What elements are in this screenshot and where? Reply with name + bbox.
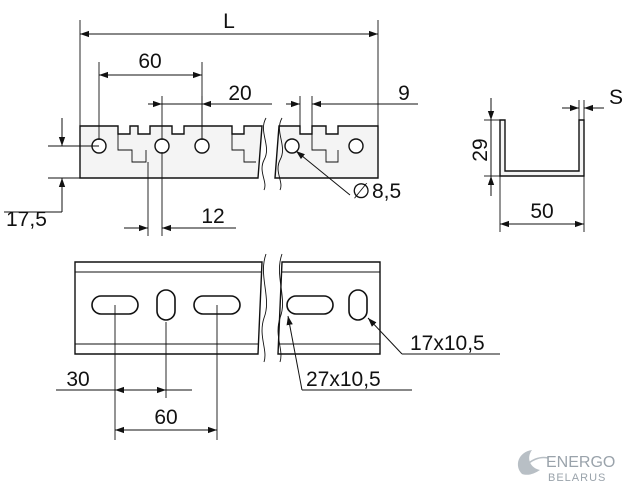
round-hole-4 [284,138,300,154]
dim-oval-a-label: 17x10,5 [410,332,485,355]
dim-edge-offset: 17,5 [4,118,99,231]
dim-bottom-pitch-label: 60 [154,406,177,429]
strip-body-left [79,125,263,179]
channel-profile-view: 29 50 S [469,86,623,232]
dim-edge-offset-label: 17,5 [6,208,47,231]
strip-body-right [274,125,379,179]
oval-slot-vertical-1 [156,289,176,321]
dim-oval-b-label: 27x10,5 [306,368,381,391]
dim-hole-pitch-top-label: 60 [138,50,161,73]
oval-slot-vertical-2 [348,289,368,321]
top-strip-view [79,117,379,191]
round-hole-5 [348,138,364,154]
side-break-line-right [277,253,284,363]
dim-bottom-pitch: 60 [115,305,218,440]
keyhole-slot-1 [117,126,147,163]
break-line-left [261,117,268,191]
logo-text-line2: BELARUS [548,472,606,484]
dim-bottom-offset: 30 [56,305,192,440]
oval-slot-horizontal-3 [286,295,334,315]
dim-hole-diameter-label: 8,5 [372,180,401,203]
dim-slot-offset: 9 [286,82,418,126]
dim-profile-height-label: 29 [469,138,492,161]
dim-slot-width-label: 20 [228,82,251,105]
logo-text-line1: ENERGO [546,454,615,471]
dim-slot-pitch-label: 12 [201,205,224,228]
channel-profile [499,119,585,177]
dim-hole-pitch-top: 60 [98,50,203,140]
dim-oval-b: 27x10,5 [286,315,412,391]
dim-length-label: L [223,10,235,33]
dim-bottom-offset-label: 30 [66,368,89,391]
dim-slot-pitch: 12 [124,152,236,236]
dim-profile-width-label: 50 [530,200,553,223]
round-hole-2 [154,138,170,154]
break-line-right [277,117,284,191]
dim-hole-diameter-symbol: ∅ [352,180,370,203]
side-break-line-left [261,253,268,363]
energo-belarus-logo: ENERGO BELARUS [517,450,615,484]
side-strip-view [74,253,381,363]
dim-slot-offset-label: 9 [398,82,410,105]
dim-hole-diameter: ∅ 8,5 [295,150,401,203]
round-hole-3 [194,138,210,154]
keyhole-slot-2 [231,126,256,163]
dim-slot-width: 20 [148,82,272,140]
dim-oval-a: 17x10,5 [367,317,500,355]
dim-wall-thickness-label: S [609,86,623,109]
dim-length: L [79,10,379,126]
keyhole-slot-3 [311,126,339,163]
